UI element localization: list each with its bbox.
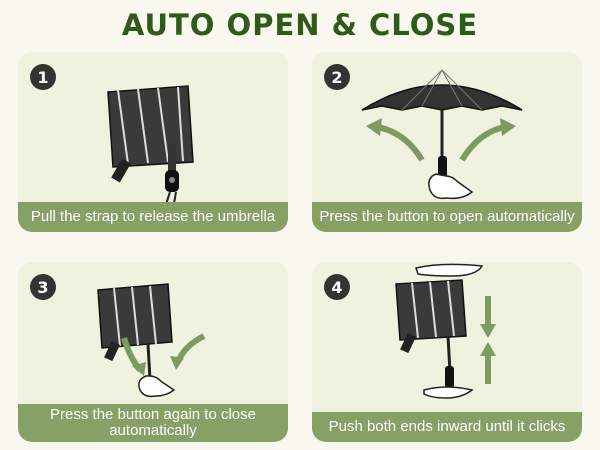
folded-umbrella-icon [395,279,467,388]
step-caption-3: Press the button again to close automati… [18,404,288,442]
step-caption-1: Pull the strap to release the umbrella [18,202,288,232]
bottom-hand-icon [423,386,474,399]
hand-icon [428,173,474,200]
hand-icon [138,375,176,398]
folded-umbrella-icon [97,283,173,381]
open-umbrella-icon [361,69,523,178]
step-number-3: 3 [30,274,56,300]
page-title: AUTO OPEN & CLOSE [121,8,479,42]
step-panel-3: 3 Press the button again to close automa… [18,262,288,442]
closed-umbrella-strap-illustration [107,85,194,223]
step-panel-2: 2 Press the button to open automatically [312,52,582,232]
step-caption-2: Press the button to open automatically [312,202,582,232]
folded-umbrella-icon [107,85,194,192]
step-number-2: 2 [324,64,350,90]
step-number-4: 4 [324,274,350,300]
closing-umbrella-illustration [97,283,206,398]
collapsing-umbrella-illustration [395,263,496,399]
opening-umbrella-illustration [361,69,523,200]
step-number-1: 1 [30,64,56,90]
step-panel-1: 1 Pull the strap to release the umbrella [18,52,288,232]
top-hand-icon [415,263,484,277]
step-panel-4: 4 Push both ends inward until it clicks [312,262,582,442]
step-caption-4: Push both ends inward until it clicks [312,412,582,442]
